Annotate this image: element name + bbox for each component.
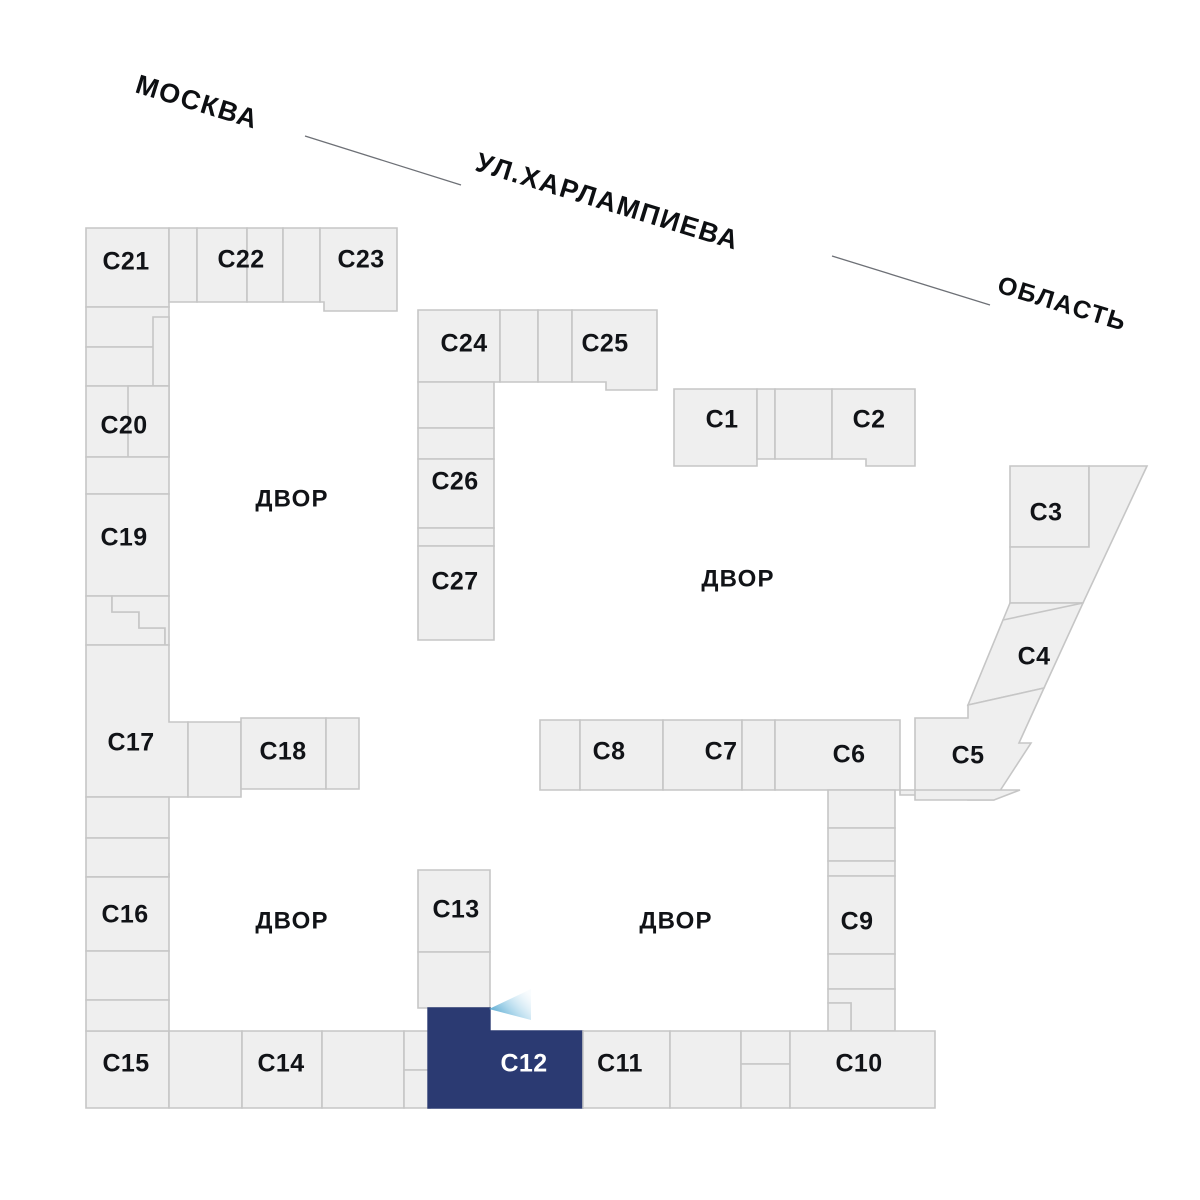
building-C16-annex-c[interactable] xyxy=(85,999,170,1032)
label-C18: C18 xyxy=(259,738,306,766)
building-C17[interactable] xyxy=(85,644,189,798)
label-street-name: УЛ.ХАРЛАМПИЕВА xyxy=(472,147,743,256)
yard-label-northeast: ДВОР xyxy=(701,565,774,592)
label-C10: C10 xyxy=(835,1050,882,1078)
label-C7: C7 xyxy=(705,738,738,766)
label-C2: C2 xyxy=(853,406,886,434)
label-C21: C21 xyxy=(102,248,149,276)
building-C19-stair-fill[interactable] xyxy=(111,595,170,646)
label-C16: C16 xyxy=(101,901,148,929)
building-C6[interactable] xyxy=(774,719,901,791)
building-group-northeast xyxy=(673,388,916,467)
label-C27: C27 xyxy=(431,568,478,596)
leader-line-right xyxy=(831,255,991,306)
building-C26-annex-b[interactable] xyxy=(417,427,495,460)
building-C2-seg-a[interactable] xyxy=(774,388,833,460)
label-C22: C22 xyxy=(217,246,264,274)
building-group-bottom-row xyxy=(85,1007,936,1109)
building-labels: C1 C2 C3 C4 C5 C6 C7 C8 C9 C10 C11 C12 C… xyxy=(100,246,1062,1078)
building-C18-seg-a[interactable] xyxy=(187,721,242,798)
building-C17-annex-a[interactable] xyxy=(85,796,170,839)
label-C12: C12 xyxy=(500,1050,547,1078)
building-C9-annex-c[interactable] xyxy=(827,860,896,877)
building-C25-seg-a[interactable] xyxy=(537,309,573,383)
building-C20-annex[interactable] xyxy=(85,456,170,495)
building-C21-riser[interactable] xyxy=(152,316,170,387)
label-C19: C19 xyxy=(100,524,147,552)
label-C24: C24 xyxy=(440,330,487,358)
building-C2[interactable] xyxy=(831,388,916,467)
building-C27[interactable] xyxy=(417,545,495,641)
building-group-C13 xyxy=(417,869,491,1009)
building-C10[interactable] xyxy=(789,1030,936,1109)
building-C8-seg-a[interactable] xyxy=(539,719,581,791)
building-C14-seg-b[interactable] xyxy=(321,1030,405,1109)
yard-label-southwest: ДВОР xyxy=(255,907,328,934)
yard-label-northwest: ДВОР xyxy=(255,485,328,512)
label-C20: C20 xyxy=(100,412,147,440)
label-C17: C17 xyxy=(107,729,154,757)
building-group-central-spine xyxy=(417,309,658,641)
building-C24-seg-b[interactable] xyxy=(499,309,539,383)
building-C22-seg-d[interactable] xyxy=(282,227,321,303)
building-C25[interactable] xyxy=(571,309,658,391)
building-C26-annex-a[interactable] xyxy=(417,381,495,429)
label-C15: C15 xyxy=(102,1050,149,1078)
building-C13-annex[interactable] xyxy=(417,951,491,1009)
building-C15-seg-b[interactable] xyxy=(168,1030,243,1109)
label-C9: C9 xyxy=(841,908,874,936)
leader-line-left xyxy=(304,135,462,186)
label-C1: C1 xyxy=(706,406,739,434)
building-C11-seg-b[interactable] xyxy=(669,1030,742,1109)
building-C7-seg-b[interactable] xyxy=(741,719,776,791)
building-group-northwest xyxy=(85,227,398,878)
label-moskva: МОСКВА xyxy=(132,69,262,135)
building-C18-seg-c[interactable] xyxy=(325,717,360,790)
building-group-C16 xyxy=(85,873,170,1032)
building-C16-annex-b[interactable] xyxy=(85,950,170,1001)
building-C1-seg-b[interactable] xyxy=(756,388,776,460)
building-C11-seg-d[interactable] xyxy=(740,1063,791,1109)
building-C9-annex-b[interactable] xyxy=(827,827,896,862)
label-oblast: ОБЛАСТЬ xyxy=(994,271,1130,337)
label-C13: C13 xyxy=(432,896,479,924)
building-C11-seg-c[interactable] xyxy=(740,1030,791,1065)
label-C23: C23 xyxy=(337,246,384,274)
building-C9-annex-a[interactable] xyxy=(827,789,896,829)
building-C5-tail[interactable] xyxy=(914,789,1021,801)
building-group-mid-east-row xyxy=(539,719,901,791)
building-C14-seg-d[interactable] xyxy=(403,1069,431,1109)
label-C6: C6 xyxy=(833,741,866,769)
building-C9-annex-d[interactable] xyxy=(827,953,896,990)
building-C22-seg-a[interactable] xyxy=(168,227,198,303)
label-C4: C4 xyxy=(1018,643,1051,671)
building-C9-foot[interactable] xyxy=(827,1002,852,1032)
label-C3: C3 xyxy=(1030,499,1063,527)
building-C1[interactable] xyxy=(673,388,758,467)
building-group-east-angled xyxy=(899,465,1149,801)
building-C23[interactable] xyxy=(319,227,398,312)
label-C5: C5 xyxy=(952,742,985,770)
label-C14: C14 xyxy=(257,1050,304,1078)
building-C14-seg-c[interactable] xyxy=(403,1030,431,1071)
label-C11: C11 xyxy=(597,1050,643,1078)
building-C17-annex-b[interactable] xyxy=(85,837,170,878)
building-group-C9-spine xyxy=(827,789,896,1032)
label-C26: C26 xyxy=(431,468,478,496)
view-cone-marker[interactable] xyxy=(489,989,531,1020)
label-C25: C25 xyxy=(581,330,628,358)
yard-label-southeast: ДВОР xyxy=(639,907,712,934)
label-C8: C8 xyxy=(593,738,626,766)
yard-labels: ДВОР ДВОР ДВОР ДВОР xyxy=(255,485,774,934)
building-C26-annex-c[interactable] xyxy=(417,527,495,547)
